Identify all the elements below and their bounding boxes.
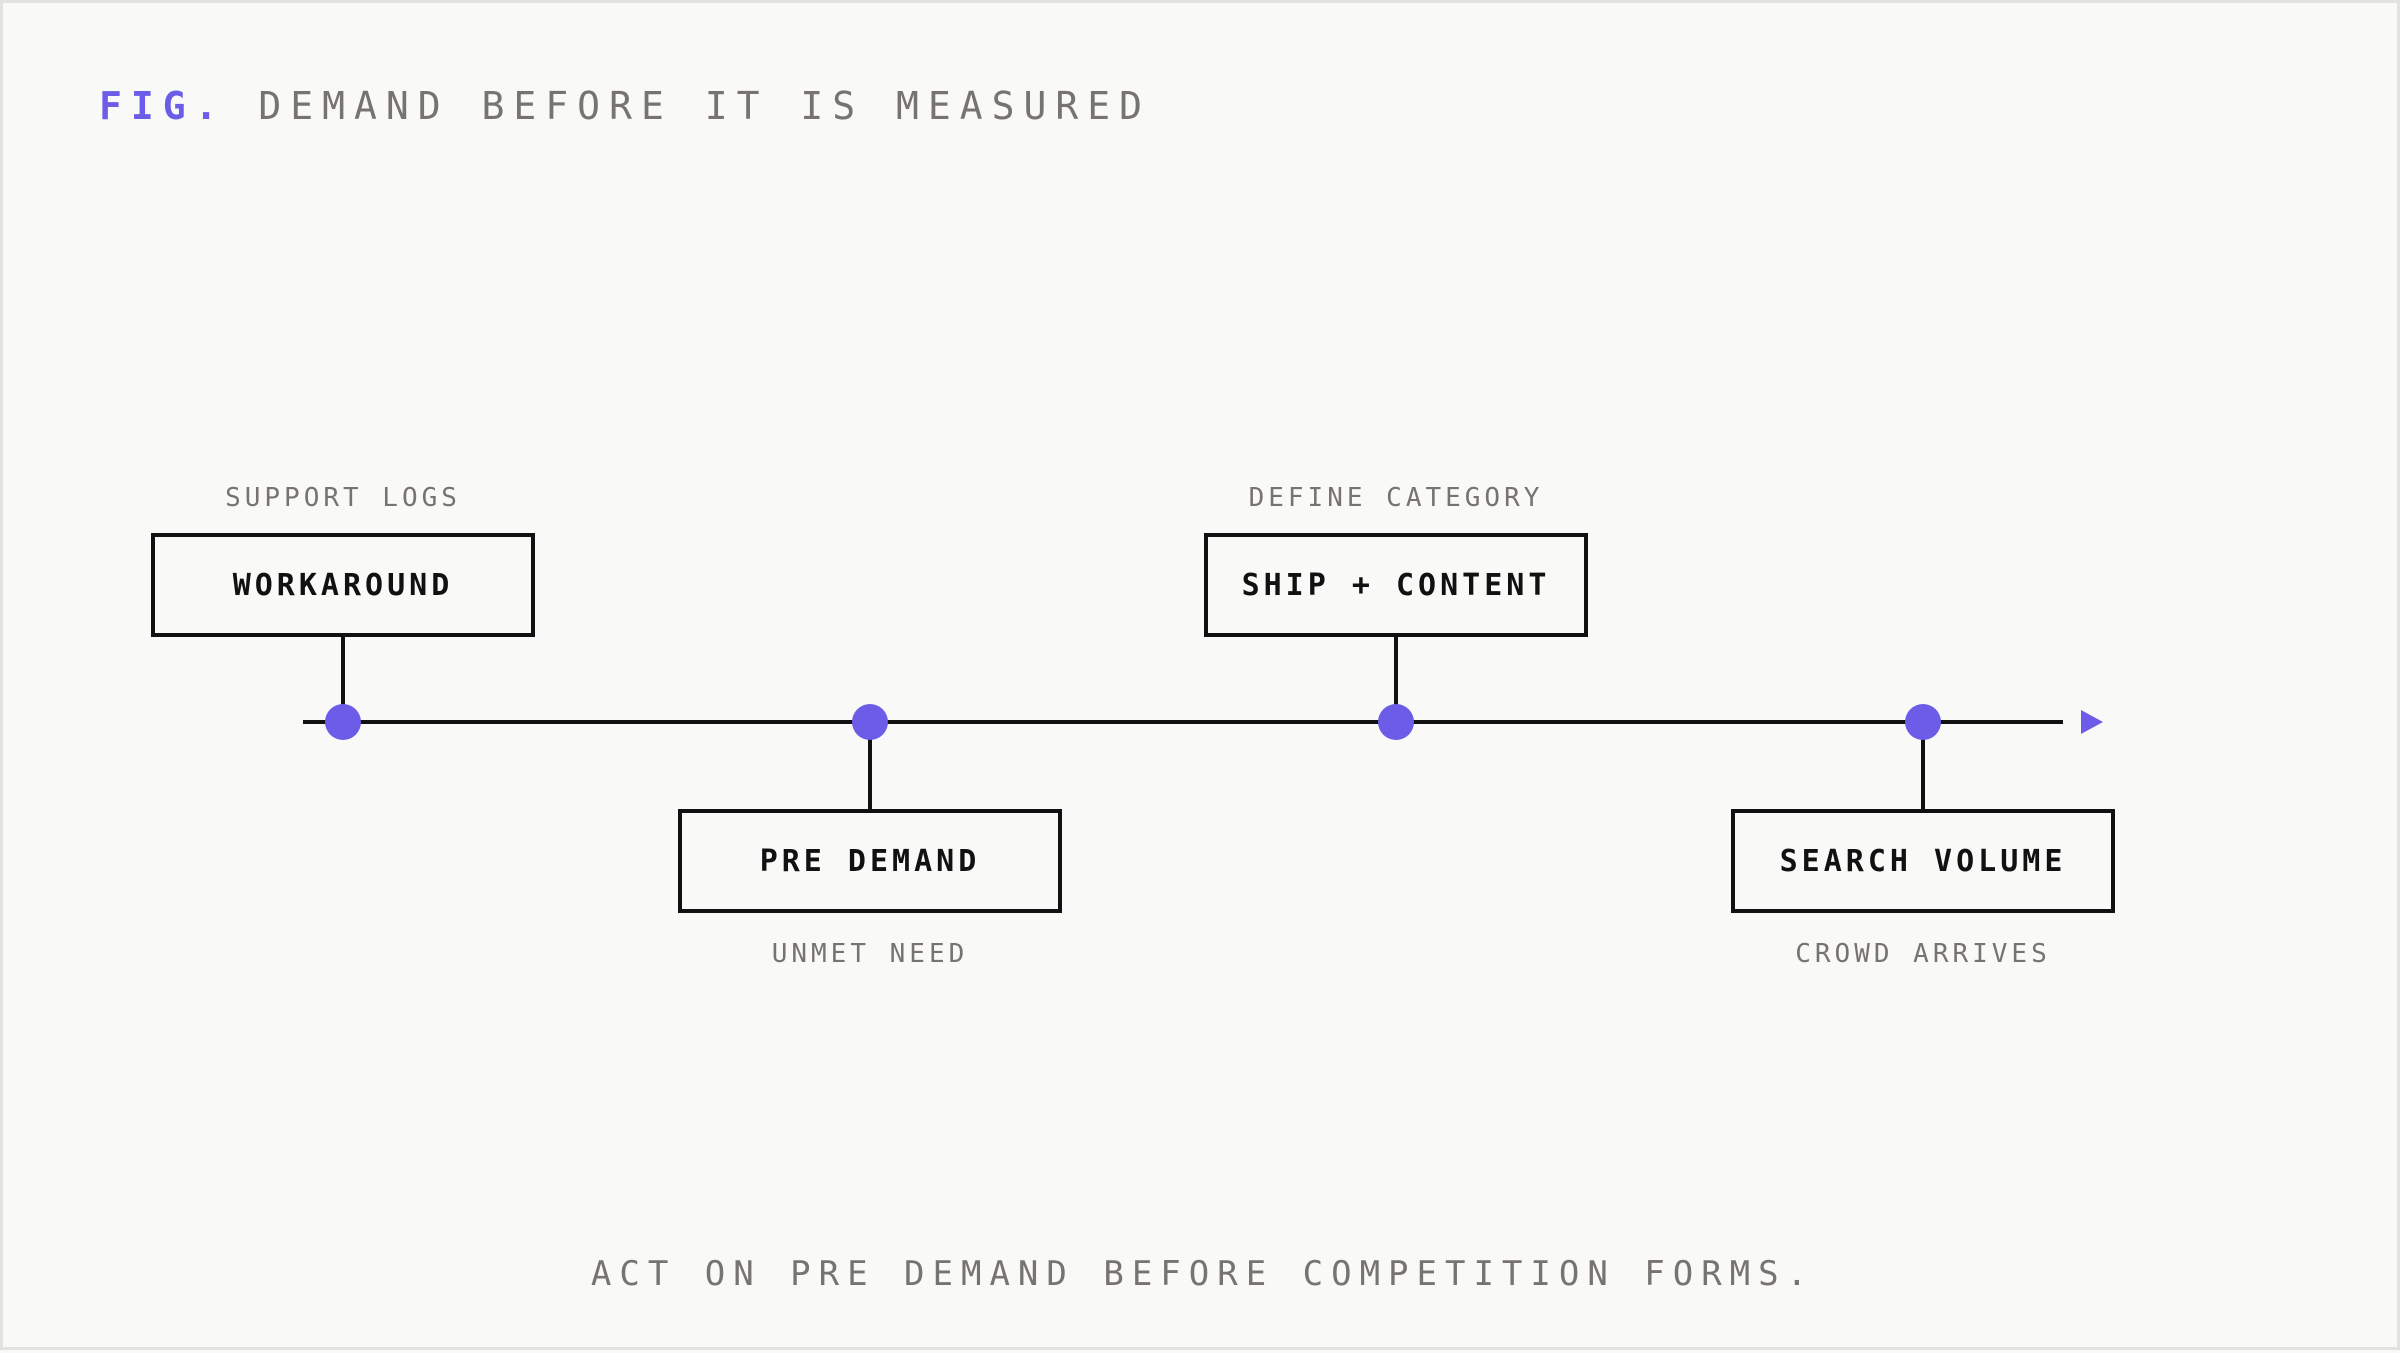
figure-title-text: DEMAND BEFORE IT IS MEASURED <box>258 84 1151 128</box>
milestone-dot-search-volume <box>1905 704 1941 740</box>
stage-box-pre-demand: PRE DEMAND <box>678 809 1062 913</box>
timeline-diagram <box>303 635 2103 809</box>
timeline-arrowhead <box>2081 710 2103 734</box>
stage-caption-workaround: SUPPORT LOGS <box>225 483 461 513</box>
stage-box-search-volume: SEARCH VOLUME <box>1731 809 2115 913</box>
stage-box-ship-content: SHIP + CONTENT <box>1204 533 1588 637</box>
milestone-dot-pre-demand <box>852 704 888 740</box>
stage-caption-ship-content: DEFINE CATEGORY <box>1248 483 1544 513</box>
takeaway-caption: ACT ON PRE DEMAND BEFORE COMPETITION FOR… <box>590 1254 1816 1294</box>
stage-caption-search-volume: CROWD ARRIVES <box>1795 939 2051 969</box>
milestone-dot-ship-content <box>1378 704 1414 740</box>
figure-title: FIG. DEMAND BEFORE IT IS MEASURED <box>99 87 1151 125</box>
milestone-dot-workaround <box>325 704 361 740</box>
stage-caption-pre-demand: UNMET NEED <box>771 939 969 969</box>
figure-prefix: FIG. <box>99 84 227 128</box>
stage-box-workaround: WORKAROUND <box>151 533 535 637</box>
